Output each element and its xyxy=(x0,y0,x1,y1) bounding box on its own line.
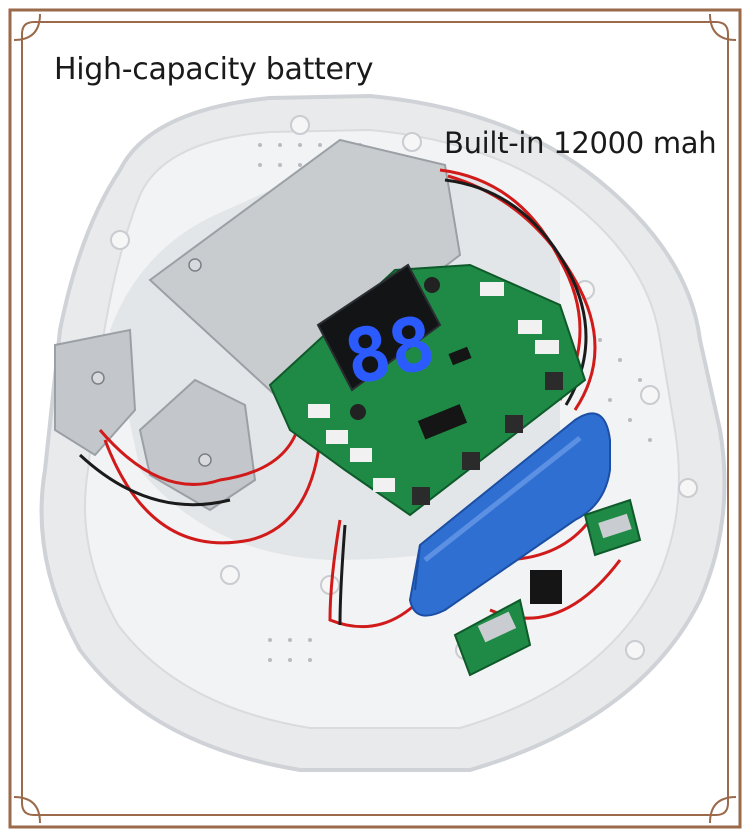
usb-board-right xyxy=(583,498,642,557)
seven-segment-display: 88 xyxy=(337,300,442,403)
headline-caption: High-capacity battery xyxy=(54,52,374,87)
black-wires xyxy=(78,178,588,626)
metal-reflector-plates xyxy=(54,138,462,512)
lithium-battery-pack xyxy=(408,412,611,617)
usb-board-left xyxy=(453,598,532,677)
pcb-components xyxy=(308,277,563,505)
decorative-frame xyxy=(8,8,742,829)
control-pcb: 88 xyxy=(268,263,587,517)
dc-power-jack xyxy=(530,570,562,604)
screw-posts xyxy=(55,115,698,660)
subhead-caption: Built-in 12000 mah xyxy=(444,126,717,160)
display-digits: 88 xyxy=(337,300,442,403)
